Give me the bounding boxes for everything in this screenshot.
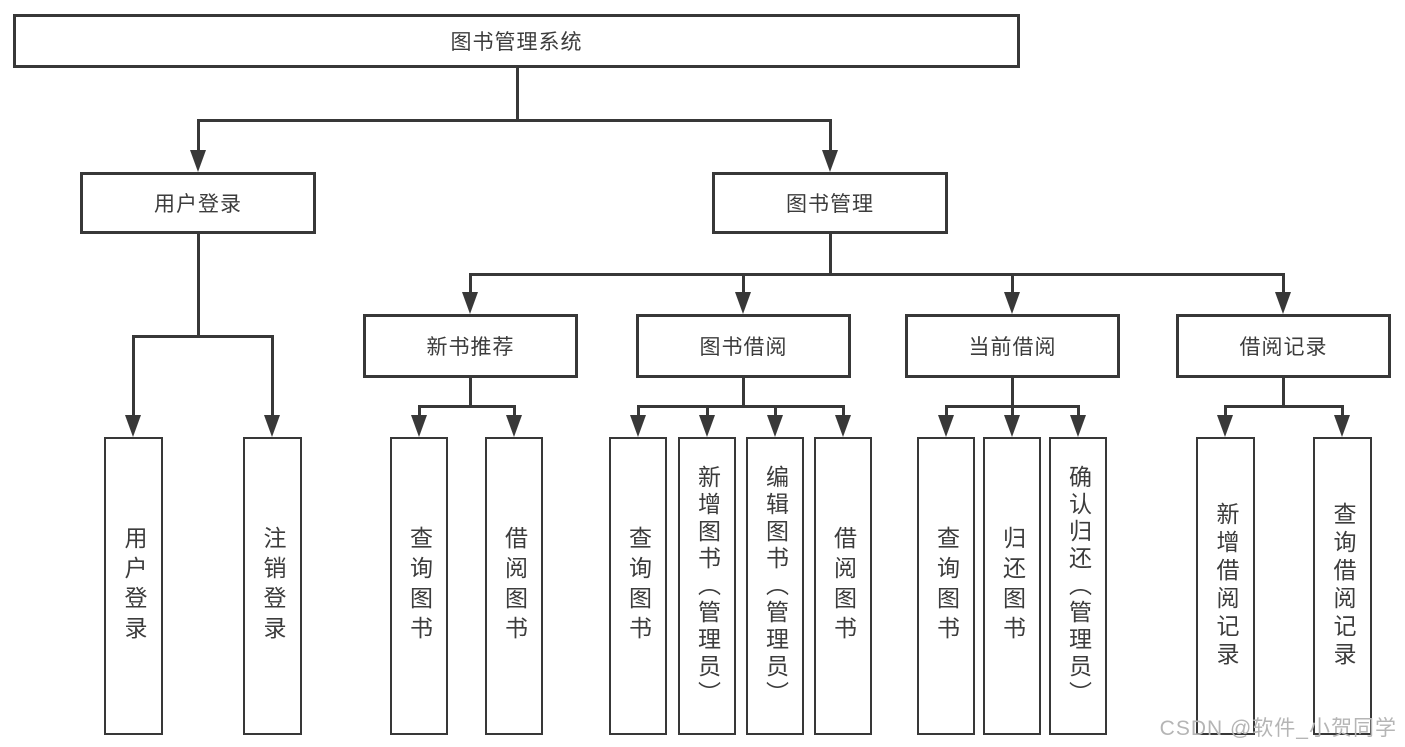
node-label: 确认归还（管理员） [1065,464,1092,708]
leaf-query-borrow-record: 查询借阅记录 [1313,437,1372,735]
connector-line [418,405,421,418]
connector-line [1224,405,1343,408]
node-label: 查询图书 [625,526,652,646]
node-library-management-system: 图书管理系统 [13,14,1020,68]
arrowhead-icon [462,292,478,314]
arrowhead-icon [1004,415,1020,437]
node-book-management: 图书管理 [712,172,948,234]
connector-line [197,119,200,153]
connector-line [1282,378,1285,407]
node-label: 用户登录 [154,193,242,216]
leaf-logout: 注销登录 [243,437,302,735]
leaf-query-books-recommend: 查询图书 [390,437,448,735]
arrowhead-icon [506,415,522,437]
connector-line [469,273,472,295]
node-label: 查询借阅记录 [1330,502,1356,670]
leaf-edit-books-admin: 编辑图书（管理员） [746,437,804,735]
leaf-borrow-books-recommend: 借阅图书 [485,437,543,735]
connector-line [829,119,832,153]
connector-line [1341,405,1344,418]
node-label: 图书借阅 [699,336,788,359]
node-current-borrowing: 当前借阅 [905,314,1120,378]
arrowhead-icon [938,415,954,437]
node-label: 借阅图书 [501,526,528,646]
connector-line [742,378,745,407]
connector-line [271,335,274,418]
arrowhead-icon [835,415,851,437]
connector-line [1011,273,1014,295]
connector-line [829,234,832,275]
connector-line [706,405,709,418]
connector-line [1077,405,1080,418]
connector-line [1282,273,1285,295]
leaf-confirm-return-admin: 确认归还（管理员） [1049,437,1107,735]
node-label: 查询图书 [406,526,433,646]
node-label: 注销登录 [260,526,286,646]
connector-line [1224,405,1227,418]
arrowhead-icon [264,415,280,437]
arrowhead-icon [1275,292,1291,314]
arrowhead-icon [767,415,783,437]
node-label: 借阅图书 [830,526,857,646]
leaf-borrow-books: 借阅图书 [814,437,872,735]
node-label: 新书推荐 [426,336,515,359]
leaf-query-books-current: 查询图书 [917,437,975,735]
connector-line [132,335,135,418]
arrowhead-icon [1004,292,1020,314]
leaf-add-books-admin: 新增图书（管理员） [678,437,736,735]
connector-line [469,273,1284,276]
arrowhead-icon [190,150,206,172]
arrowhead-icon [1070,415,1086,437]
connector-line [774,405,777,418]
connector-line [513,405,516,418]
node-borrowing-records: 借阅记录 [1176,314,1391,378]
arrowhead-icon [1334,415,1350,437]
leaf-return-books: 归还图书 [983,437,1041,735]
node-label: 查询图书 [933,526,960,646]
connector-line [637,405,844,408]
arrowhead-icon [411,415,427,437]
leaf-query-books-borrowing: 查询图书 [609,437,667,735]
arrowhead-icon [125,415,141,437]
node-label: 新增图书（管理员） [694,464,721,708]
node-label: 当前借阅 [968,336,1057,359]
arrowhead-icon [1217,415,1233,437]
connector-line [1011,378,1014,407]
arrowhead-icon [822,150,838,172]
connector-line [742,273,745,295]
node-label: 借阅记录 [1239,336,1328,359]
connector-line [842,405,845,418]
connector-line [637,405,640,418]
node-user-login: 用户登录 [80,172,316,234]
node-label: 归还图书 [999,526,1026,646]
csdn-watermark: CSDN @软件_小贺同学 [1159,717,1397,740]
connector-line [418,405,516,408]
connector-line [197,234,200,337]
node-label: 图书管理 [786,193,874,216]
arrowhead-icon [735,292,751,314]
node-label: 编辑图书（管理员） [762,464,789,708]
arrowhead-icon [699,415,715,437]
arrowhead-icon [630,415,646,437]
connector-line [1011,405,1014,418]
node-label: 用户登录 [121,526,147,646]
node-new-book-recommendation: 新书推荐 [363,314,578,378]
node-label: 图书管理系统 [450,31,583,54]
leaf-add-borrow-record: 新增借阅记录 [1196,437,1255,735]
connector-line [469,378,472,407]
connector-line [516,68,519,121]
node-label: 新增借阅记录 [1213,502,1239,670]
leaf-user-login: 用户登录 [104,437,163,735]
connector-line [132,335,273,338]
connector-line [197,119,831,122]
connector-line [945,405,948,418]
node-book-borrowing: 图书借阅 [636,314,851,378]
